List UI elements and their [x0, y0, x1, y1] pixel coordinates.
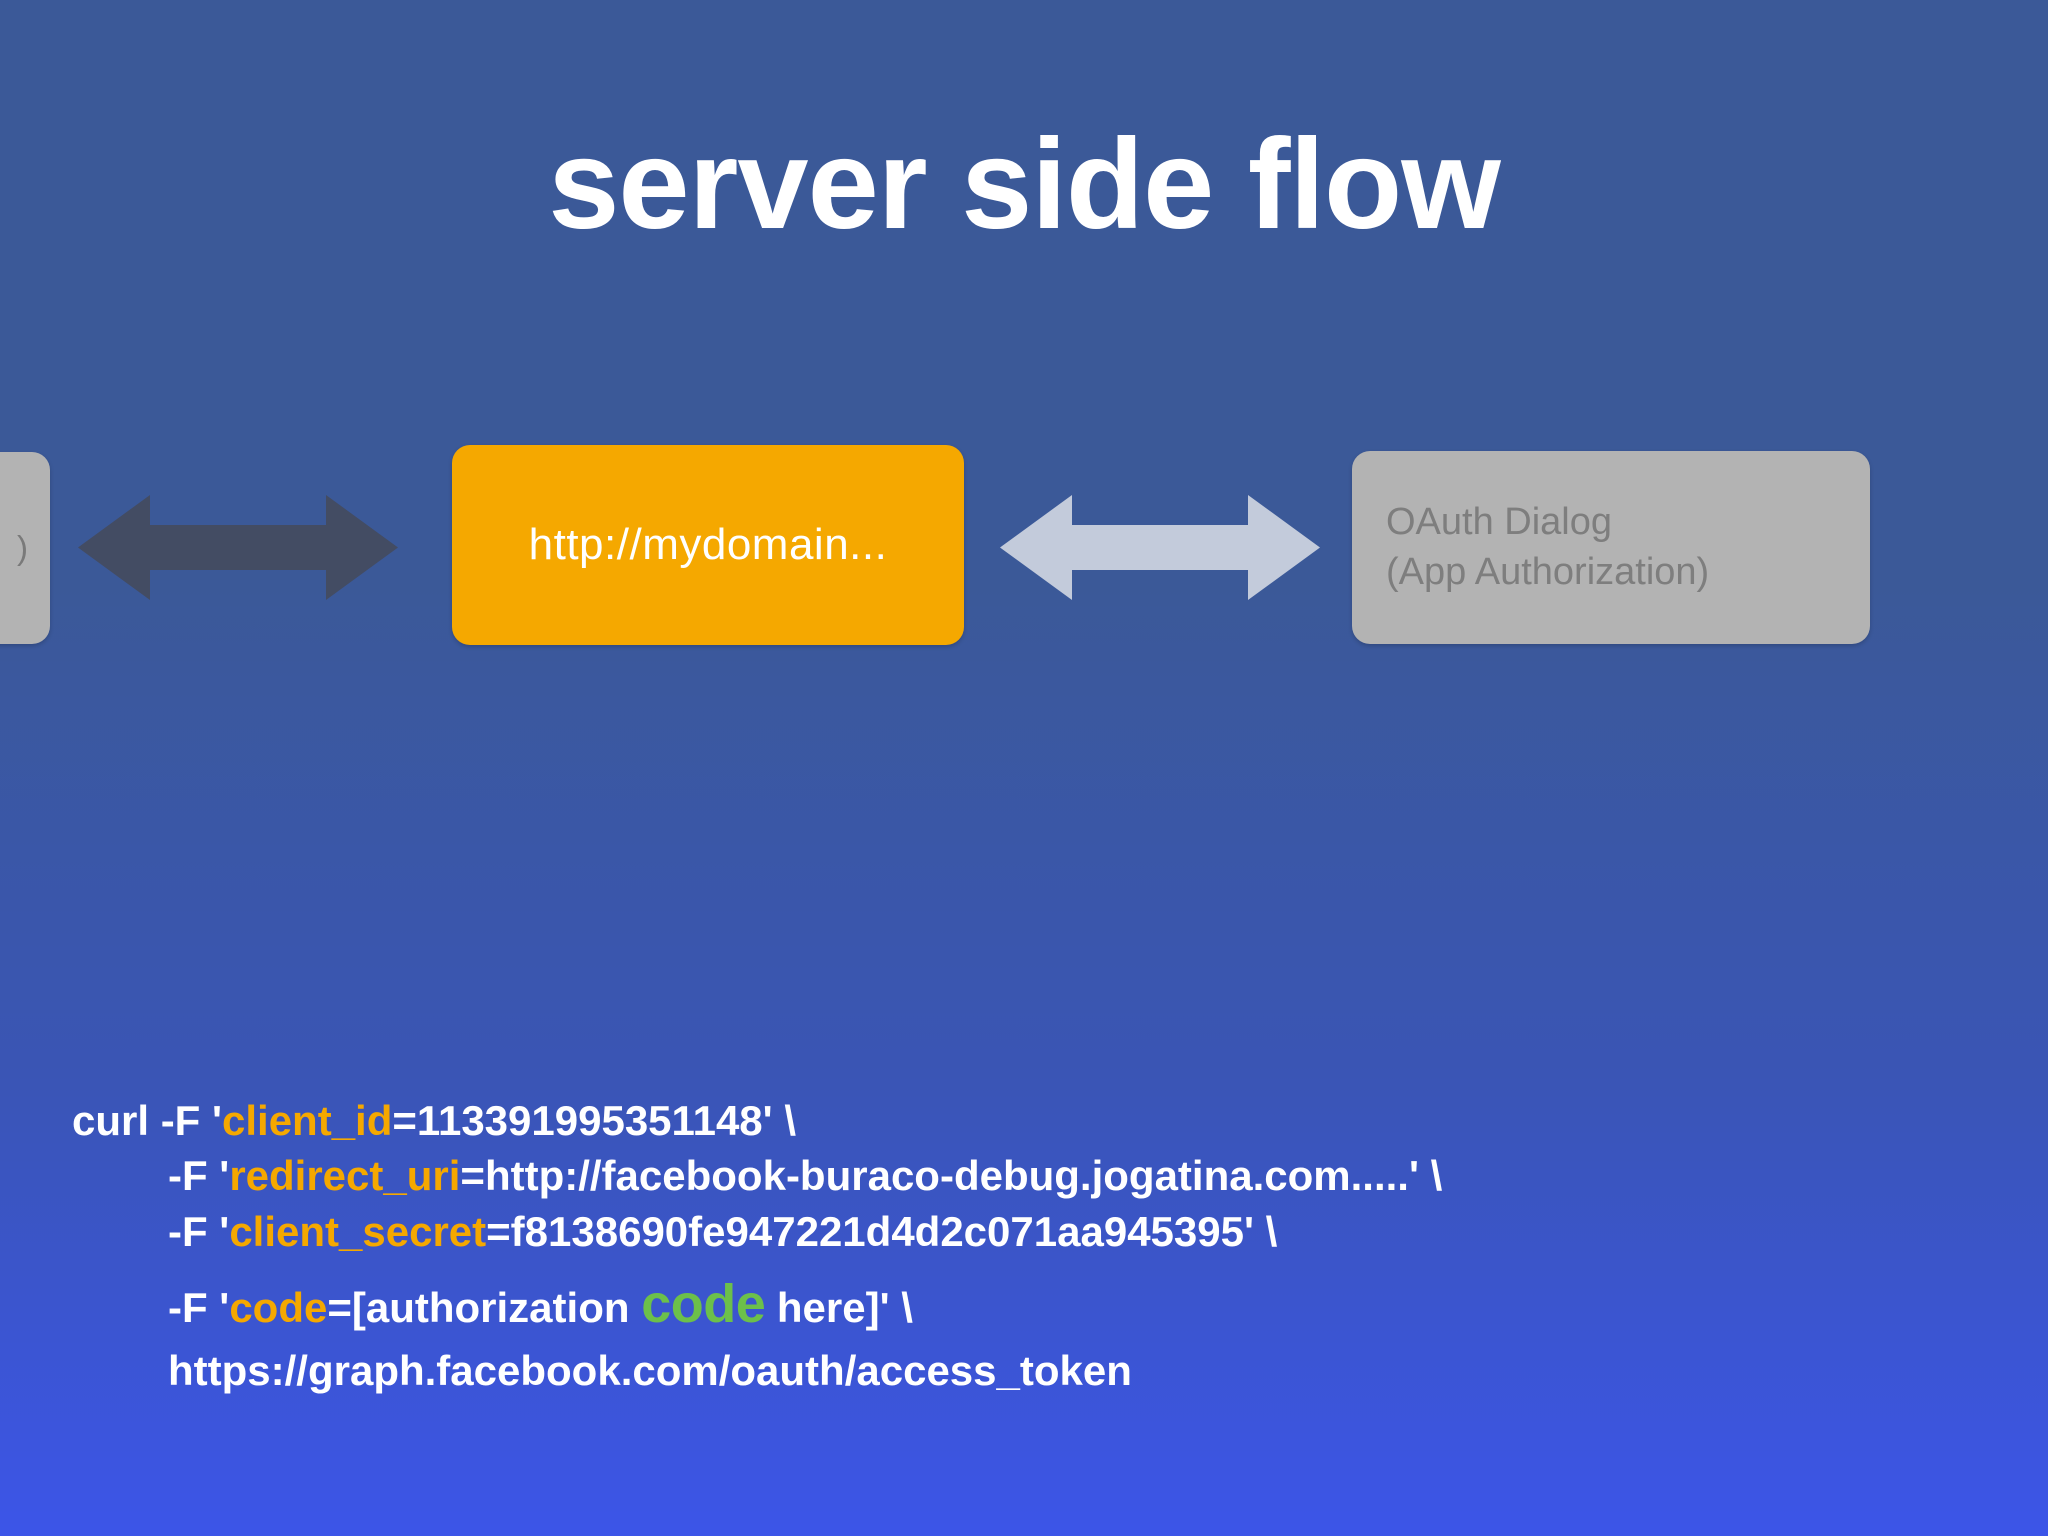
code-line2-suffix: =http://facebook-buraco-debug.jogatina.c…: [460, 1152, 1443, 1200]
code-line4-suffix: here]' \: [765, 1284, 913, 1332]
code-line-client-id: curl -F 'client_id=113391995351148' \: [72, 1093, 1442, 1148]
code-key-client-secret: client_secret: [229, 1207, 487, 1255]
code-line-endpoint-url: https://graph.facebook.com/oauth/access_…: [168, 1346, 1132, 1394]
code-line4-prefix: -F ': [168, 1284, 230, 1332]
code-line1-suffix: =113391995351148' \: [392, 1097, 796, 1144]
code-line-redirect-uri: -F 'redirect_uri=http://facebook-buraco-…: [72, 1148, 1442, 1203]
code-key-redirect-uri: redirect_uri: [229, 1152, 461, 1200]
code-line2-prefix: -F ': [168, 1152, 230, 1200]
arrow-right-bidirectional-icon: [1000, 495, 1320, 600]
arrow-left-svg: [78, 495, 398, 600]
code-line-code: -F 'code=[authorization code here]' \: [72, 1269, 1442, 1340]
curl-command-block: curl -F 'client_id=113391995351148' \ -F…: [72, 1093, 1442, 1398]
diagram-node-oauth-dialog-label-line1: OAuth Dialog: [1386, 501, 1613, 544]
diagram-node-oauth-dialog-label-line2: (App Authorization): [1386, 550, 1710, 593]
code-line3-prefix: -F ': [168, 1207, 230, 1255]
code-line-client-secret: -F 'client_secret=f8138690fe947221d4d2c0…: [72, 1204, 1442, 1259]
diagram-node-left-label: ): [17, 529, 28, 567]
diagram-node-left-clipped[interactable]: ): [0, 452, 50, 644]
code-line3-suffix: =f8138690fe947221d4d2c071aa945395' \: [486, 1207, 1278, 1255]
code-highlight-code: code: [641, 1274, 766, 1335]
diagram-node-mydomain-label: http://mydomain...: [528, 520, 888, 569]
arrow-right-shape: [1000, 495, 1320, 600]
code-key-client-id: client_id: [222, 1097, 393, 1144]
arrow-left-shape: [78, 495, 398, 600]
flow-diagram: ) http://mydomain... OAuth Dialog (App A…: [0, 445, 2048, 650]
arrow-right-svg: [1000, 495, 1320, 600]
diagram-node-oauth-dialog[interactable]: OAuth Dialog (App Authorization): [1352, 451, 1870, 644]
code-key-code: code: [229, 1284, 328, 1332]
page-title: server side flow: [548, 113, 1501, 256]
code-line4-mid: =[authorization: [327, 1284, 642, 1332]
code-line1-prefix: curl -F ': [72, 1097, 222, 1144]
code-block-spacer: [72, 1259, 1442, 1269]
diagram-node-mydomain[interactable]: http://mydomain...: [452, 445, 964, 645]
arrow-left-bidirectional-icon: [78, 495, 398, 600]
